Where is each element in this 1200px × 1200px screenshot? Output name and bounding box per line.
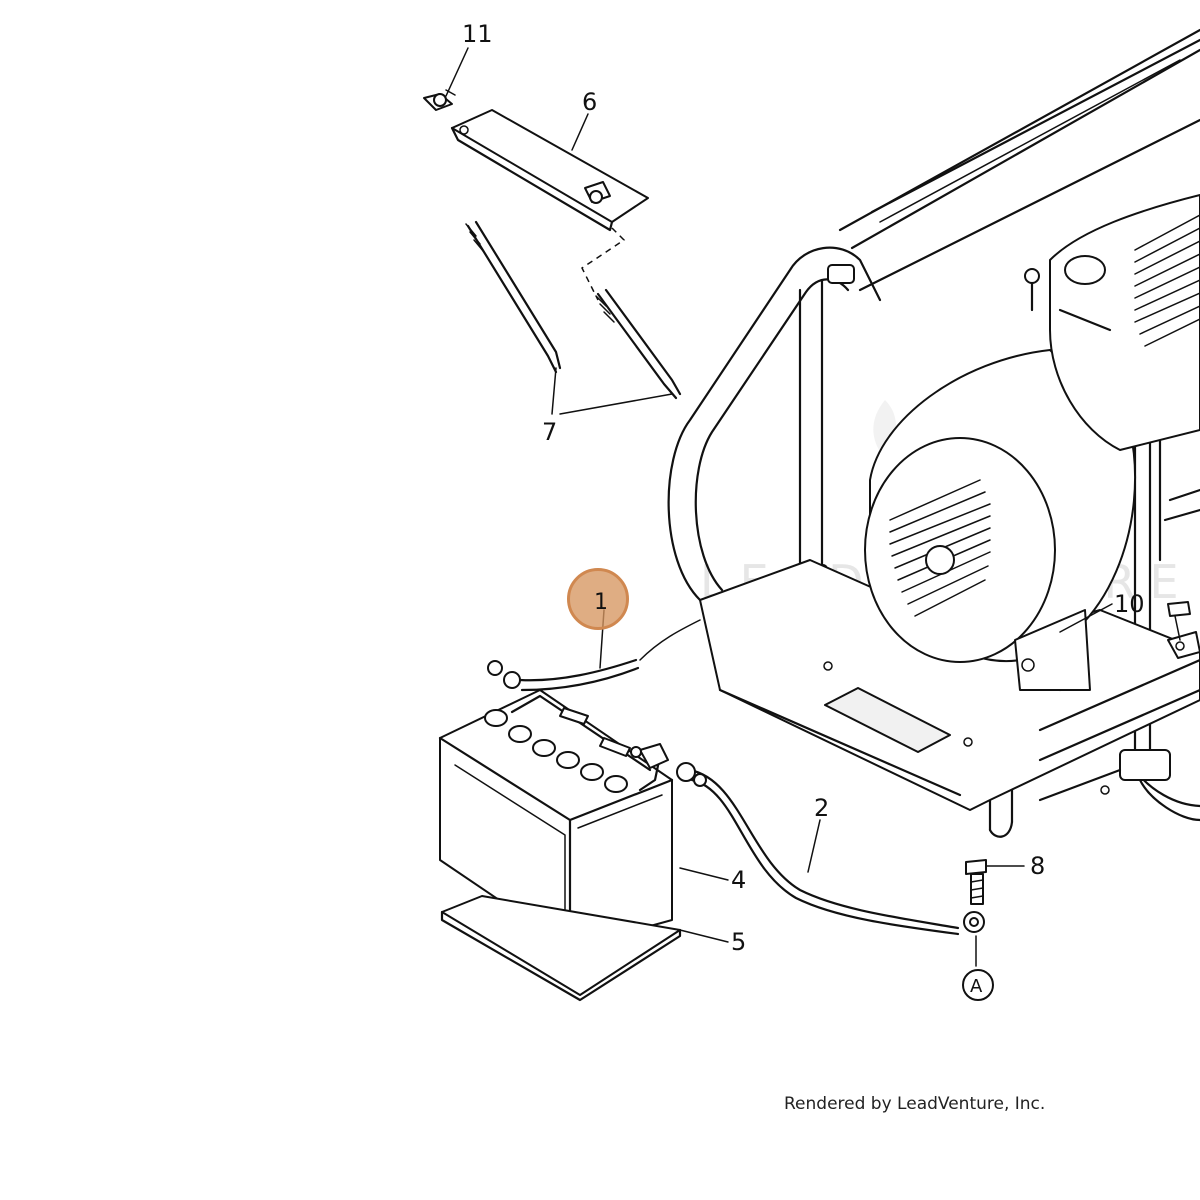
rods-part-7 — [465, 220, 682, 400]
cover-plate-part-6 — [450, 109, 649, 232]
callout-1: 1 — [594, 590, 608, 615]
alternator-drum — [864, 349, 1162, 692]
callout-2: 2 — [814, 794, 829, 822]
wing-nut-part-11 — [423, 89, 456, 111]
callout-5: 5 — [731, 928, 746, 956]
callout-a: A — [962, 969, 994, 1001]
leader-lines — [445, 47, 1113, 967]
callout-10: 10 — [1114, 590, 1145, 618]
battery-cable-part-1 — [487, 619, 701, 692]
callout-a-label: A — [970, 976, 983, 997]
battery-part-4 — [438, 689, 674, 950]
callout-11: 11 — [462, 20, 493, 48]
engine-block — [1024, 194, 1200, 522]
bolt-part-10 — [1167, 601, 1200, 659]
callout-6: 6 — [582, 88, 597, 116]
bolt-part-8 — [965, 859, 987, 905]
part-1-hotspot[interactable]: 1 — [567, 568, 629, 630]
callout-4: 4 — [731, 866, 746, 894]
ground-cable-part-2 — [676, 762, 985, 936]
callout-8: 8 — [1030, 852, 1045, 880]
callout-7: 7 — [542, 418, 557, 446]
alignment-line — [581, 227, 626, 301]
render-credit: Rendered by LeadVenture, Inc. — [784, 1094, 1046, 1114]
